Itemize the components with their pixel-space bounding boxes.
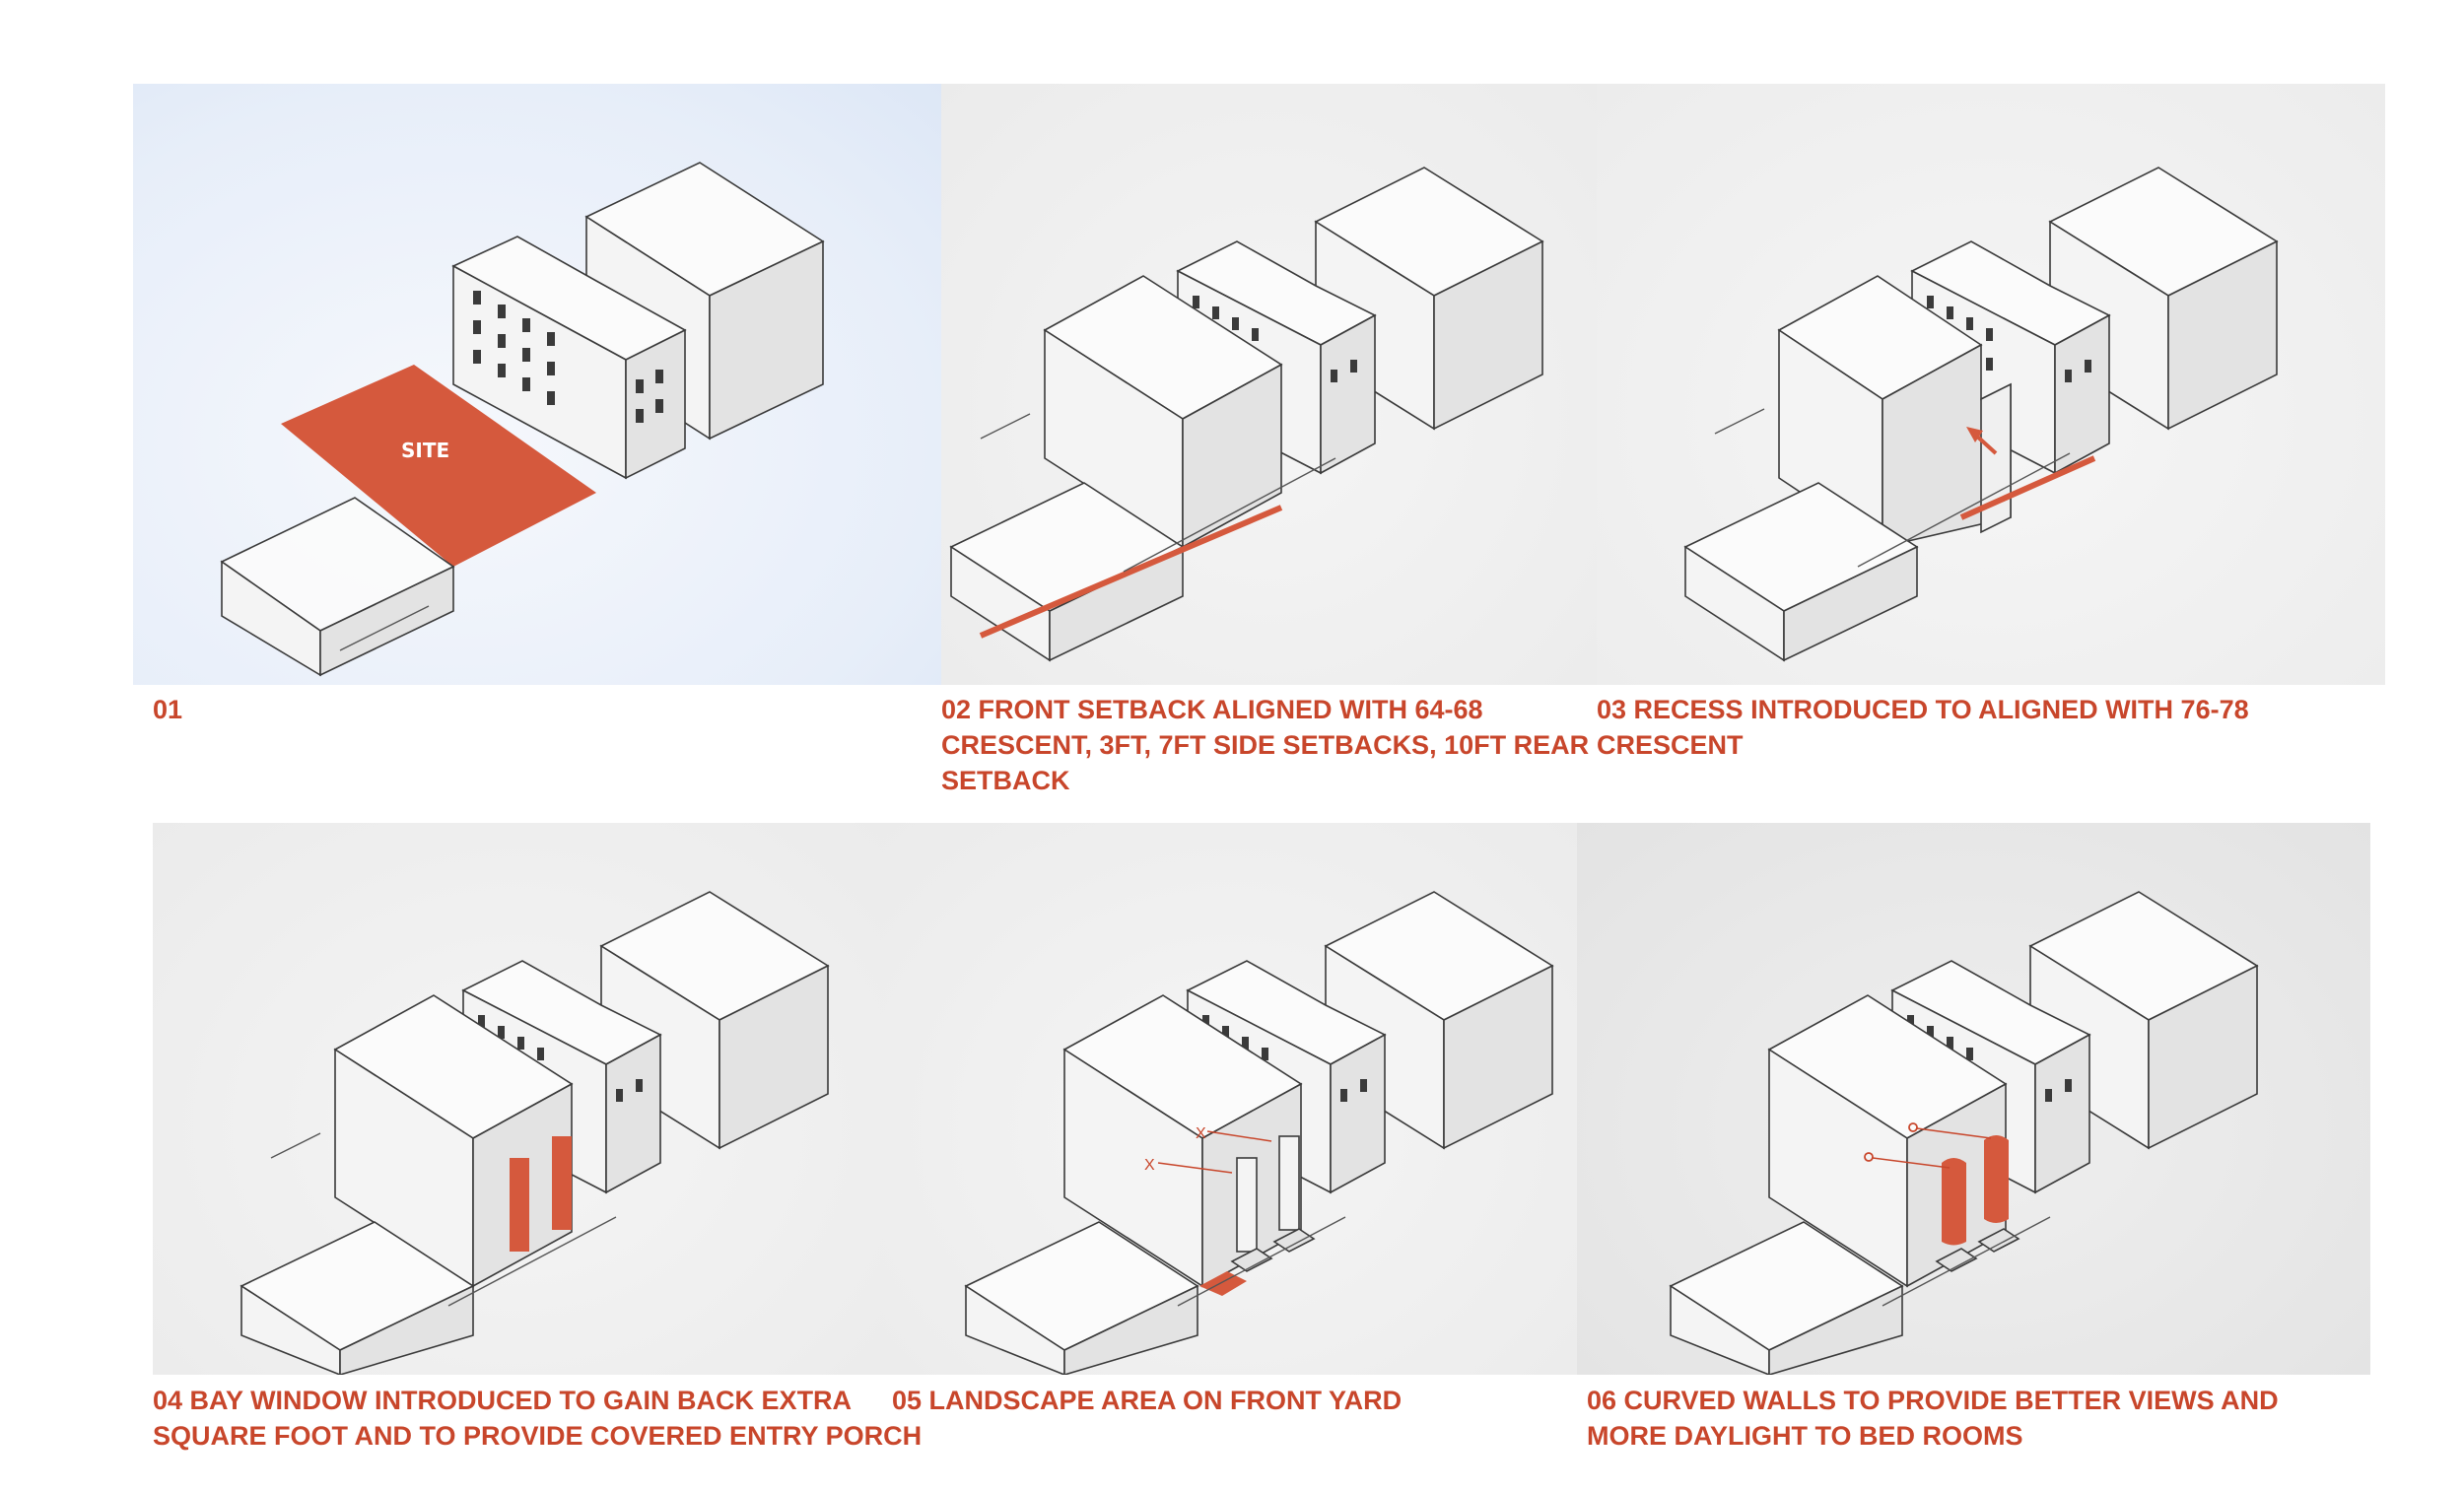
caption-06: 06 CURVED WALLS TO PROVIDE BETTER VIEWS … — [1587, 1386, 2279, 1451]
marker-circle-icon — [1864, 1152, 1874, 1162]
site-area — [281, 365, 596, 567]
diagram-panel-01: SITE — [133, 84, 941, 685]
bay-window — [552, 1136, 572, 1230]
site-label: SITE — [401, 439, 450, 462]
marker-x: X — [1144, 1157, 1155, 1174]
axonometric-diagram-04 — [240, 891, 830, 1375]
caption-03: 03 RECESS INTRODUCED TO ALIGNED WITH 76-… — [1597, 695, 2249, 760]
caption-02: 02 FRONT SETBACK ALIGNED WITH 64-68 CRES… — [941, 695, 1590, 795]
diagram-panel-05: X X — [882, 823, 1577, 1375]
diagram-panel-02 — [941, 84, 1597, 685]
recess-arrow-icon — [1966, 427, 1983, 442]
marker-circle-icon — [1908, 1122, 1918, 1132]
diagram-panel-03 — [1597, 84, 2385, 685]
bay-window — [510, 1158, 529, 1252]
axonometric-diagram-06 — [1669, 891, 2259, 1375]
axonometric-diagram-02 — [949, 167, 1544, 662]
marker-x: X — [1196, 1125, 1206, 1142]
axonometric-diagram-05: X X — [964, 891, 1554, 1375]
diagram-panel-06 — [1577, 823, 2370, 1375]
axonometric-diagram-03 — [1683, 167, 2279, 662]
landscape-area — [1199, 1271, 1247, 1296]
diagram-panel-04 — [153, 823, 882, 1375]
caption-05: 05 LANDSCAPE AREA ON FRONT YARD — [892, 1386, 1403, 1415]
caption-04: 04 BAY WINDOW INTRODUCED TO GAIN BACK EX… — [153, 1386, 923, 1451]
axonometric-diagram-01 — [220, 162, 825, 677]
curved-wall — [1942, 1158, 1966, 1246]
curved-wall — [1984, 1135, 2009, 1223]
caption-01: 01 — [153, 695, 183, 724]
